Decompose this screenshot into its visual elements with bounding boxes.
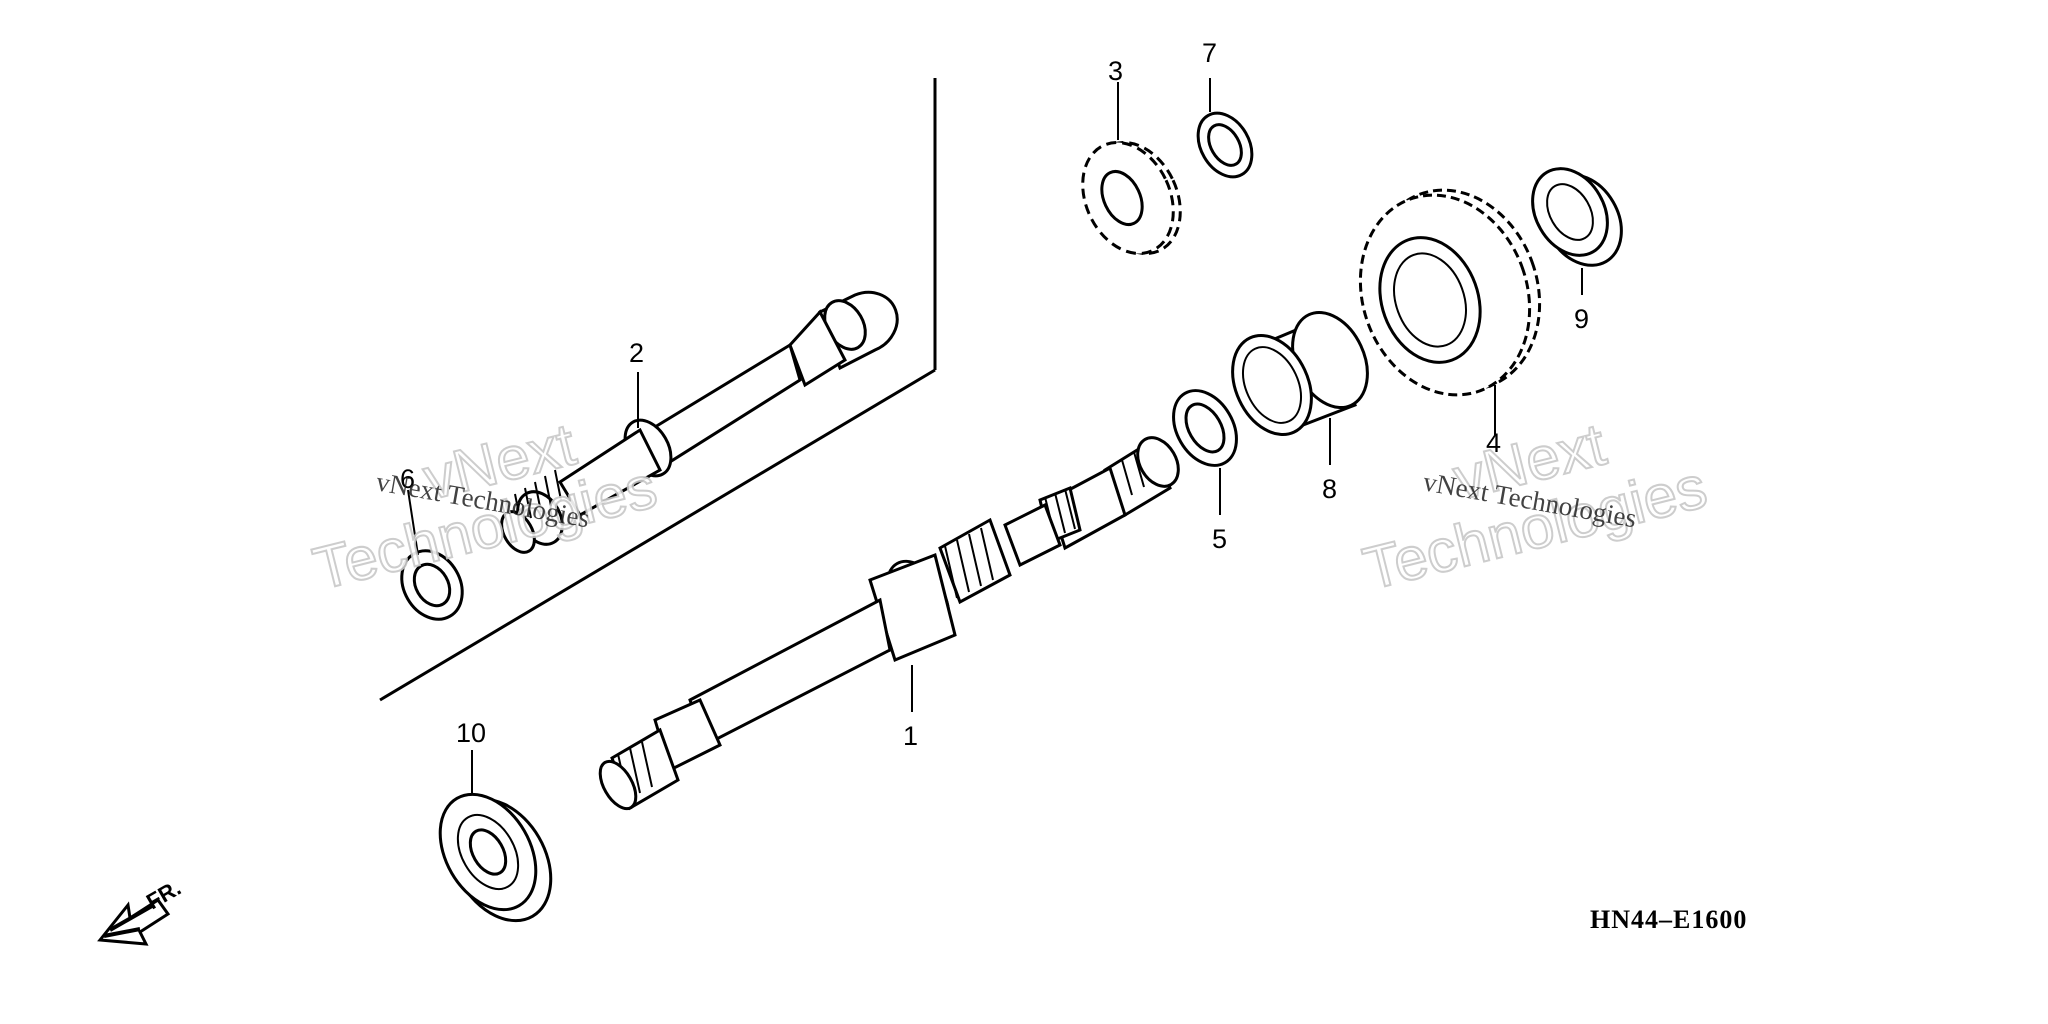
watermark-right: vNext Technologies vNext Technologies: [1356, 409, 1714, 603]
callout-3: 3: [1108, 56, 1123, 86]
gear-part-4: [1358, 188, 1542, 397]
shaft-part-1: [598, 436, 1180, 811]
callout-labels: 1 2 3 4 5 6 7 8 9 10: [400, 38, 1589, 751]
leader-lines: [407, 78, 1583, 795]
bearing-part-10: [438, 792, 553, 923]
washer-part-6: [400, 549, 464, 621]
callout-4: 4: [1486, 428, 1501, 458]
arrow-down-left-icon: [97, 897, 171, 946]
callout-9: 9: [1574, 304, 1589, 334]
shaft-2-spline: [500, 469, 564, 554]
callout-1: 1: [903, 721, 918, 751]
callout-8: 8: [1322, 474, 1337, 504]
shaft-1-left-spline: [598, 727, 680, 811]
front-indicator: FR.: [97, 875, 185, 946]
callout-10: 10: [456, 718, 486, 748]
callout-5: 5: [1212, 524, 1227, 554]
callout-2: 2: [629, 338, 644, 368]
seal-part-9: [1531, 167, 1623, 267]
frame-lines: [379, 78, 937, 702]
washer-part-5: [1172, 389, 1238, 467]
callout-7: 7: [1202, 38, 1217, 68]
needle-bearing-part-8: [1231, 310, 1369, 437]
callout-6: 6: [400, 464, 415, 494]
watermark-left: vNext Technologies vNext Technologies: [306, 409, 664, 603]
diagram-code: HN44–E1600: [1590, 905, 1747, 934]
shaft-part-2: [500, 290, 899, 554]
gear-part-3: [1081, 141, 1182, 255]
washer-part-7: [1196, 111, 1254, 179]
shaft-1-right-spline: [1103, 436, 1180, 518]
